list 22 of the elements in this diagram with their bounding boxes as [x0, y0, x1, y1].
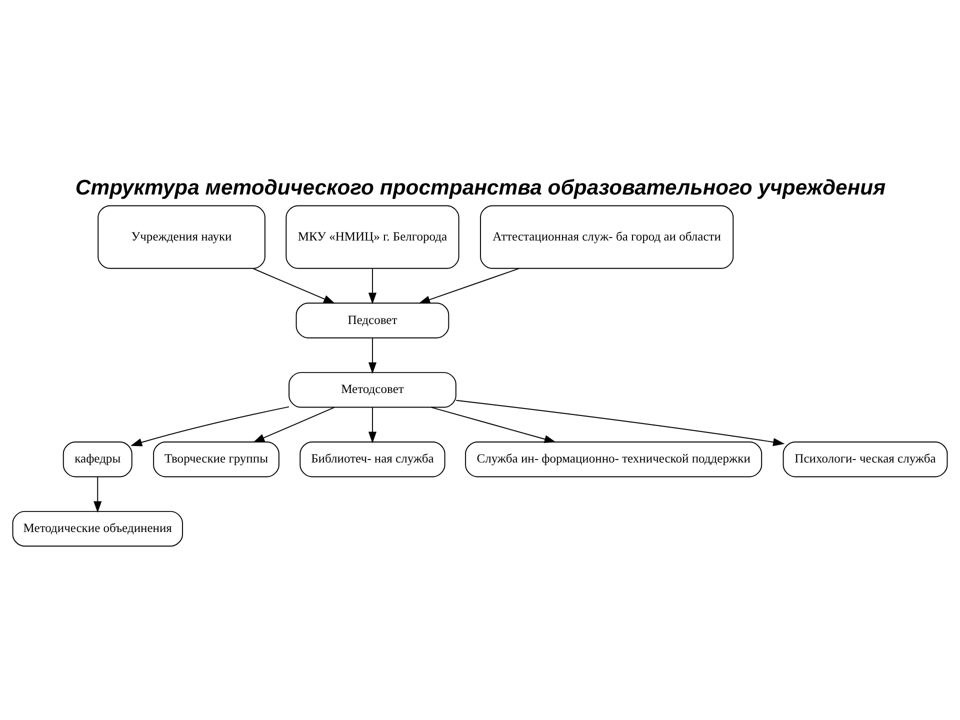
node-box: Методические объединения [12, 510, 183, 546]
node-box: Аттестационная служ- ба город аи области [480, 204, 734, 268]
arrow [130, 406, 290, 446]
arrow [368, 337, 377, 374]
arrow [253, 406, 335, 442]
arrow [368, 406, 377, 443]
arrow [430, 406, 556, 443]
arrow [418, 268, 520, 304]
node-box: Методсовет [288, 372, 456, 408]
node-box: кафедры [62, 441, 132, 477]
node-box: Служба ин- формационно- технической поддержки [465, 441, 762, 477]
node-box: Учреждения науки [98, 204, 266, 268]
arrow [252, 268, 336, 304]
node-box: Библиотеч- ная служба [300, 441, 446, 477]
arrow [456, 399, 785, 446]
diagram-title: Структура методического пространства образовательного учреждения [75, 176, 886, 200]
node-box: Психологи- ческая служба [782, 441, 948, 477]
node-box: МКУ «НМИЦ» г. Белгорода [286, 204, 460, 268]
node-box: Педсовет [296, 302, 450, 338]
node-box: Творческие группы [153, 441, 280, 477]
arrow [94, 476, 102, 512]
arrow [368, 268, 377, 304]
